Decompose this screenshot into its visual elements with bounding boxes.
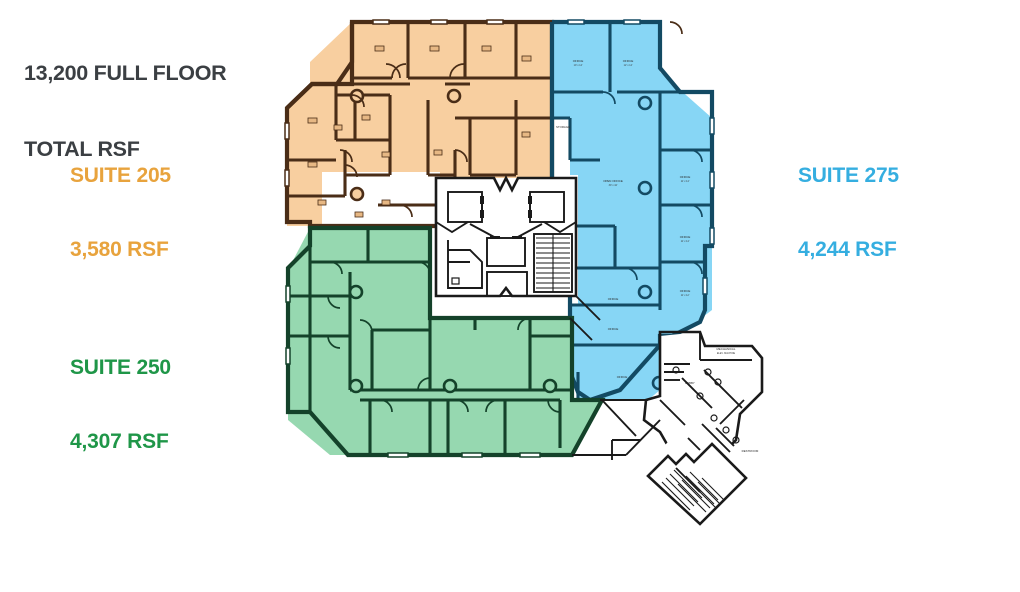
svg-text:10' x 14': 10' x 14' [574, 64, 583, 67]
column [348, 378, 364, 394]
suite-250-label: SUITE 250 4,307 RSF [70, 306, 171, 504]
suite-275-region[interactable]: OFFICE 10' x 14' OFFICE 12' x 14' OFFICE… [549, 19, 715, 403]
suite-205-label: SUITE 205 3,580 RSF [70, 114, 171, 312]
suite-250-name: SUITE 250 [70, 355, 171, 379]
svg-text:30' x 42': 30' x 42' [609, 184, 618, 187]
suite-205-region[interactable] [284, 19, 683, 229]
suite-205-name: SUITE 205 [70, 163, 171, 187]
suite-205-area: 3,580 RSF [70, 237, 169, 261]
svg-text:RESTROOM: RESTROOM [742, 449, 759, 453]
suite-275-interior-walls [552, 22, 712, 400]
svg-text:OFFICE: OFFICE [573, 59, 584, 63]
suite-275-room-labels: OFFICE 10' x 14' OFFICE 12' x 14' OFFICE… [556, 59, 690, 379]
corridor-connector [569, 295, 661, 460]
svg-text:OFFICE: OFFICE [623, 59, 634, 63]
column [542, 378, 558, 394]
column [442, 378, 458, 394]
suite-275-label: SUITE 275 4,244 RSF [798, 114, 899, 312]
suite-275-name: SUITE 275 [798, 163, 899, 187]
suite-205-interior-walls [287, 22, 552, 207]
column [348, 284, 364, 300]
suite-250-fill-b [288, 228, 352, 455]
column [349, 186, 365, 202]
suite-250-region[interactable] [285, 225, 606, 458]
svg-text:11' x 14': 11' x 14' [681, 180, 690, 183]
suite-205-windows [284, 19, 504, 187]
svg-text:ELEV. MACHINE: ELEV. MACHINE [717, 352, 736, 355]
restroom [447, 240, 483, 289]
svg-text:11' x 14': 11' x 14' [681, 240, 690, 243]
exterior-stairwell [646, 410, 748, 526]
svg-text:MECHANICAL: MECHANICAL [717, 347, 736, 351]
svg-text:12' x 14': 12' x 14' [624, 64, 633, 67]
suite-250-windows [285, 285, 541, 458]
page-title: 13,200 FULL FLOOR TOTAL RSF [24, 10, 227, 213]
suite-275-area: 4,244 RSF [798, 237, 897, 261]
stair-treads [661, 469, 725, 513]
suite-275-doors [602, 91, 703, 281]
suite-250-fill [288, 228, 600, 455]
suite-275-windows [567, 19, 715, 295]
column [637, 180, 653, 196]
svg-text:LOBBY: LOBBY [685, 381, 695, 385]
suite-275-fill-lower [570, 305, 660, 400]
stairwell [533, 233, 573, 293]
svg-text:OFFICE: OFFICE [608, 327, 619, 331]
suite-205-fill-west [287, 90, 322, 226]
janitor-closet [486, 236, 526, 267]
svg-text:11' x 12': 11' x 12' [681, 294, 690, 297]
svg-text:OFFICE: OFFICE [617, 375, 628, 379]
suite-250-doors [327, 261, 561, 413]
svg-text:OFFICE: OFFICE [680, 289, 691, 293]
elevator-left [447, 191, 484, 223]
svg-text:OFFICE: OFFICE [680, 235, 691, 239]
column [446, 88, 462, 104]
building-core [434, 175, 578, 298]
column [637, 95, 653, 111]
title-line-1: 13,200 FULL FLOOR [24, 60, 227, 85]
title-line-2: TOTAL RSF [24, 136, 140, 161]
svg-text:OFFICE: OFFICE [680, 175, 691, 179]
suite-250-area: 4,307 RSF [70, 429, 169, 453]
suite-205-doors [339, 21, 683, 218]
column [637, 284, 653, 300]
elevator-right [528, 191, 565, 223]
svg-text:OPEN OFFICE: OPEN OFFICE [603, 179, 623, 183]
svg-text:OFFICE: OFFICE [608, 297, 619, 301]
restroom [486, 271, 528, 297]
svg-text:STORAGE: STORAGE [556, 125, 570, 129]
